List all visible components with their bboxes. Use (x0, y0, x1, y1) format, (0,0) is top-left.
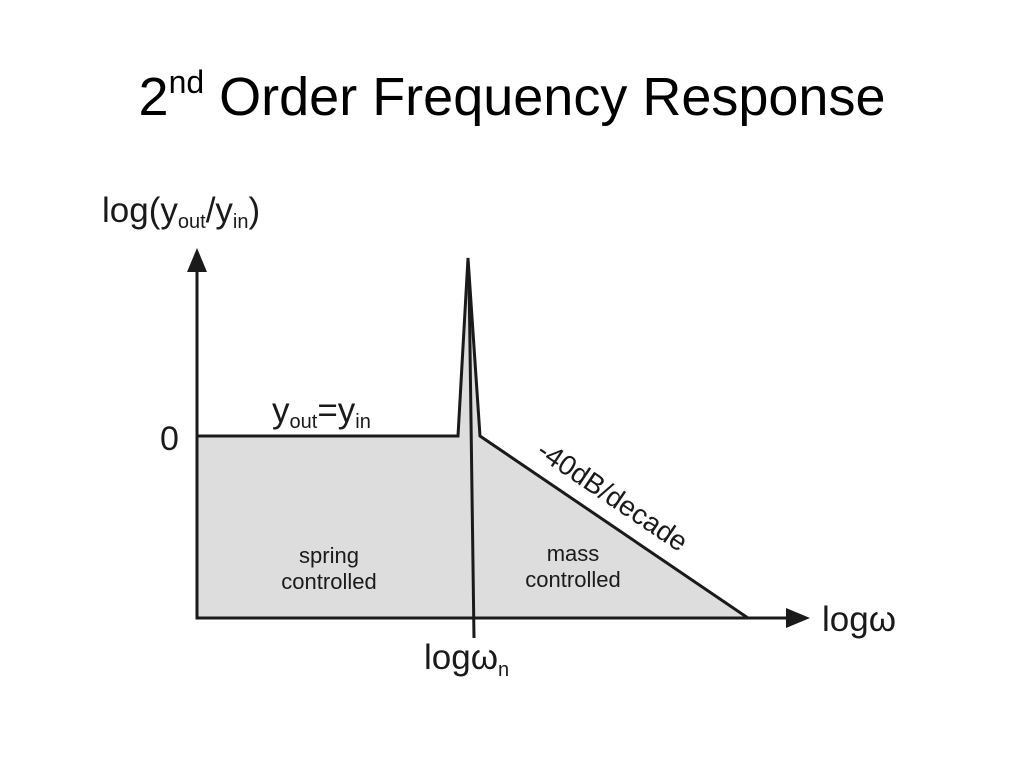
title-number: 2 (138, 67, 169, 127)
zero-label: 0 (160, 420, 179, 458)
flat-region-label: yout=yin (272, 391, 371, 433)
spring-region-label-line1: spring (299, 543, 359, 568)
mass-region-label-line2: controlled (525, 567, 620, 592)
y-axis-label: log(yout/yin) (102, 191, 260, 233)
natural-frequency-line (467, 274, 476, 639)
title-superscript: nd (168, 64, 205, 100)
y-axis-arrow (187, 248, 207, 272)
title-text: Order Frequency Response (204, 67, 886, 127)
x-axis-arrow (786, 608, 810, 628)
spring-region-label-line2: controlled (281, 569, 376, 594)
x-axis-label: logω (822, 600, 896, 639)
natural-frequency-label: logωn (424, 638, 509, 681)
slide-title: 2nd Order Frequency Response (0, 62, 1024, 132)
mass-region-label-line1: mass (547, 541, 600, 566)
